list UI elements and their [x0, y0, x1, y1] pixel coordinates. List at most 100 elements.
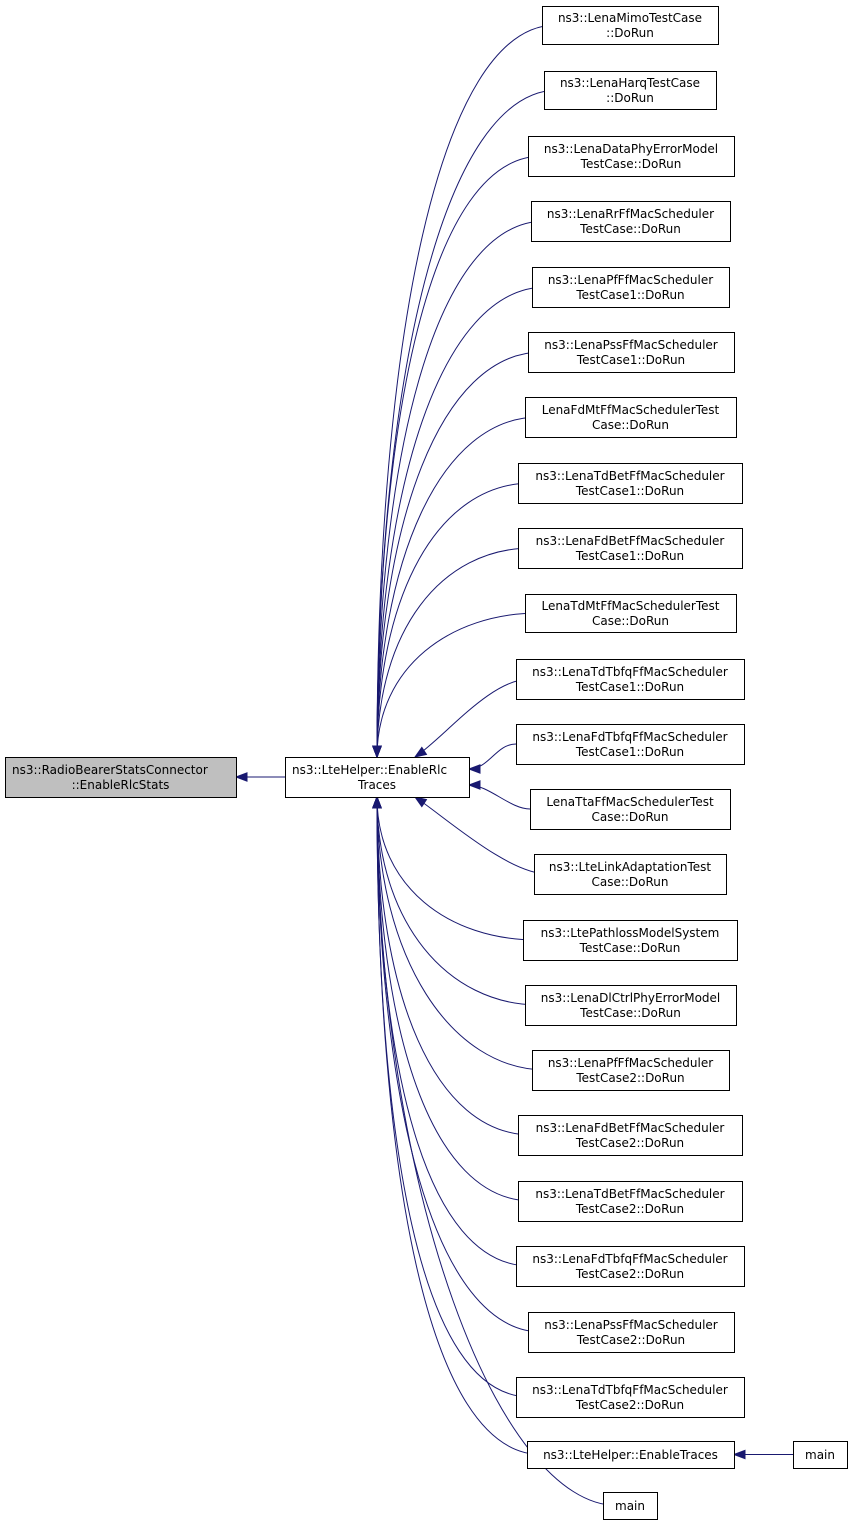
- node-c9[interactable]: ns3::LenaFdBetFfMacSchedulerTestCase1::D…: [518, 528, 743, 569]
- node-c16[interactable]: ns3::LenaDlCtrlPhyErrorModelTestCase::Do…: [525, 985, 737, 1026]
- node-c18[interactable]: ns3::LenaFdBetFfMacSchedulerTestCase2::D…: [518, 1115, 743, 1156]
- node-label-c3-line1: ns3::LenaDataPhyErrorModel: [544, 142, 718, 156]
- node-box-enable_rlc[interactable]: [285, 757, 470, 798]
- node-label-enable_rlc-line1: ns3::LteHelper::EnableRlc: [292, 763, 447, 777]
- edges-layer: [234, 24, 793, 1506]
- edge-main2-to-enable_rlc: [376, 796, 618, 1506]
- node-c3[interactable]: ns3::LenaDataPhyErrorModelTestCase::DoRu…: [528, 136, 735, 177]
- edge-c18-to-enable_rlc: [376, 796, 533, 1136]
- node-label-c12-line1: ns3::LenaFdTbfqFfMacScheduler: [532, 730, 727, 744]
- node-box-c15[interactable]: [523, 920, 738, 961]
- edge-main2-to-enable_rlc-arrowhead: [372, 795, 382, 809]
- node-label-c4-line1: ns3::LenaRrFfMacScheduler: [547, 207, 714, 221]
- node-label-c8-line1: ns3::LenaTdBetFfMacScheduler: [535, 469, 724, 483]
- node-box-c18[interactable]: [518, 1115, 743, 1156]
- node-box-c5[interactable]: [532, 267, 730, 308]
- node-label-c5-line1: ns3::LenaPfFfMacScheduler: [548, 273, 713, 287]
- node-label-c15-line2: TestCase::DoRun: [579, 941, 681, 955]
- node-box-c9[interactable]: [518, 528, 743, 569]
- node-c12[interactable]: ns3::LenaFdTbfqFfMacSchedulerTestCase1::…: [516, 724, 745, 765]
- node-c6[interactable]: ns3::LenaPssFfMacSchedulerTestCase1::DoR…: [528, 332, 735, 373]
- node-box-c11[interactable]: [516, 659, 745, 700]
- node-label-c17-line1: ns3::LenaPfFfMacScheduler: [548, 1056, 713, 1070]
- node-c5[interactable]: ns3::LenaPfFfMacSchedulerTestCase1::DoRu…: [532, 267, 730, 308]
- node-box-c14[interactable]: [534, 854, 727, 895]
- node-box-main1[interactable]: [793, 1441, 848, 1469]
- node-box-c1[interactable]: [542, 6, 719, 45]
- node-box-main2[interactable]: [603, 1492, 658, 1520]
- edge-c9-to-enable_rlc: [376, 547, 533, 758]
- edge-main1-to-enable_traces-arrowhead: [732, 1449, 746, 1460]
- node-label-c18-line2: TestCase2::DoRun: [575, 1136, 684, 1150]
- node-box-root[interactable]: [5, 757, 237, 798]
- node-label-c14-line2: Case::DoRun: [591, 875, 668, 889]
- edge-c12-to-enable_rlc-arrowhead: [467, 764, 481, 774]
- node-c8[interactable]: ns3::LenaTdBetFfMacSchedulerTestCase1::D…: [518, 463, 743, 504]
- node-c20[interactable]: ns3::LenaFdTbfqFfMacSchedulerTestCase2::…: [516, 1246, 745, 1287]
- node-box-c2[interactable]: [544, 71, 717, 110]
- node-box-c13[interactable]: [530, 789, 731, 830]
- node-box-c3[interactable]: [528, 136, 735, 177]
- node-main2[interactable]: main: [603, 1492, 658, 1520]
- edge-c1-to-enable_rlc: [376, 24, 557, 758]
- node-label-c8-line2: TestCase1::DoRun: [575, 484, 684, 498]
- nodes-layer: ns3::RadioBearerStatsConnector::EnableRl…: [5, 6, 848, 1520]
- node-label-c22-line2: TestCase2::DoRun: [575, 1398, 684, 1412]
- node-label-c13-line2: Case::DoRun: [591, 810, 668, 824]
- node-c17[interactable]: ns3::LenaPfFfMacSchedulerTestCase2::DoRu…: [532, 1050, 730, 1091]
- node-c21[interactable]: ns3::LenaPssFfMacSchedulerTestCase2::DoR…: [528, 1312, 735, 1353]
- edge-c17-to-enable_rlc: [376, 796, 547, 1071]
- node-c11[interactable]: ns3::LenaTdTbfqFfMacSchedulerTestCase1::…: [516, 659, 745, 700]
- node-root[interactable]: ns3::RadioBearerStatsConnector::EnableRl…: [5, 757, 237, 798]
- node-c22[interactable]: ns3::LenaTdTbfqFfMacSchedulerTestCase2::…: [516, 1377, 745, 1418]
- node-box-c19[interactable]: [518, 1181, 743, 1222]
- node-enable_traces[interactable]: ns3::LteHelper::EnableTraces: [527, 1441, 735, 1469]
- node-box-c21[interactable]: [528, 1312, 735, 1353]
- node-c19[interactable]: ns3::LenaTdBetFfMacSchedulerTestCase2::D…: [518, 1181, 743, 1222]
- node-label-c19-line2: TestCase2::DoRun: [575, 1202, 684, 1216]
- edge-c3-to-enable_rlc: [376, 155, 543, 758]
- node-label-c7-line2: Case::DoRun: [592, 418, 669, 432]
- node-box-c4[interactable]: [531, 201, 731, 242]
- node-label-c9-line1: ns3::LenaFdBetFfMacScheduler: [536, 534, 725, 548]
- node-box-c16[interactable]: [525, 985, 737, 1026]
- node-label-c6-line1: ns3::LenaPssFfMacScheduler: [544, 338, 717, 352]
- node-box-c6[interactable]: [528, 332, 735, 373]
- edge-c11-to-enable_rlc-arrowhead: [413, 746, 428, 758]
- node-box-c20[interactable]: [516, 1246, 745, 1287]
- node-box-c10[interactable]: [525, 594, 737, 633]
- node-label-main2-line1: main: [615, 1499, 645, 1513]
- edge-c21-to-enable_rlc: [376, 796, 543, 1333]
- node-box-c7[interactable]: [525, 397, 737, 438]
- edge-c12-to-enable_rlc: [468, 743, 517, 770]
- node-label-c15-line1: ns3::LtePathlossModelSystem: [541, 926, 720, 940]
- node-c2[interactable]: ns3::LenaHarqTestCase::DoRun: [544, 71, 717, 110]
- node-main1[interactable]: main: [793, 1441, 848, 1469]
- node-c1[interactable]: ns3::LenaMimoTestCase::DoRun: [542, 6, 719, 45]
- node-box-c8[interactable]: [518, 463, 743, 504]
- node-c15[interactable]: ns3::LtePathlossModelSystemTestCase::DoR…: [523, 920, 738, 961]
- node-label-c11-line1: ns3::LenaTdTbfqFfMacScheduler: [532, 665, 728, 679]
- edge-enable_rlc-to-root-arrowhead: [234, 772, 248, 782]
- node-label-root-line2: ::EnableRlcStats: [72, 778, 170, 792]
- node-box-enable_traces[interactable]: [527, 1441, 735, 1469]
- node-box-c22[interactable]: [516, 1377, 745, 1418]
- node-label-c22-line1: ns3::LenaTdTbfqFfMacScheduler: [532, 1383, 728, 1397]
- node-label-enable_rlc-line2: Traces: [357, 778, 396, 792]
- node-label-c18-line1: ns3::LenaFdBetFfMacScheduler: [536, 1121, 725, 1135]
- node-box-c12[interactable]: [516, 724, 745, 765]
- edge-c11-to-enable_rlc: [414, 678, 531, 758]
- node-label-c10-line2: Case::DoRun: [592, 614, 669, 628]
- node-label-c20-line1: ns3::LenaFdTbfqFfMacScheduler: [532, 1252, 727, 1266]
- edge-c16-to-enable_rlc: [376, 796, 540, 1006]
- node-label-c17-line2: TestCase2::DoRun: [575, 1071, 684, 1085]
- edge-c6-to-enable_rlc: [376, 351, 543, 758]
- node-box-c17[interactable]: [532, 1050, 730, 1091]
